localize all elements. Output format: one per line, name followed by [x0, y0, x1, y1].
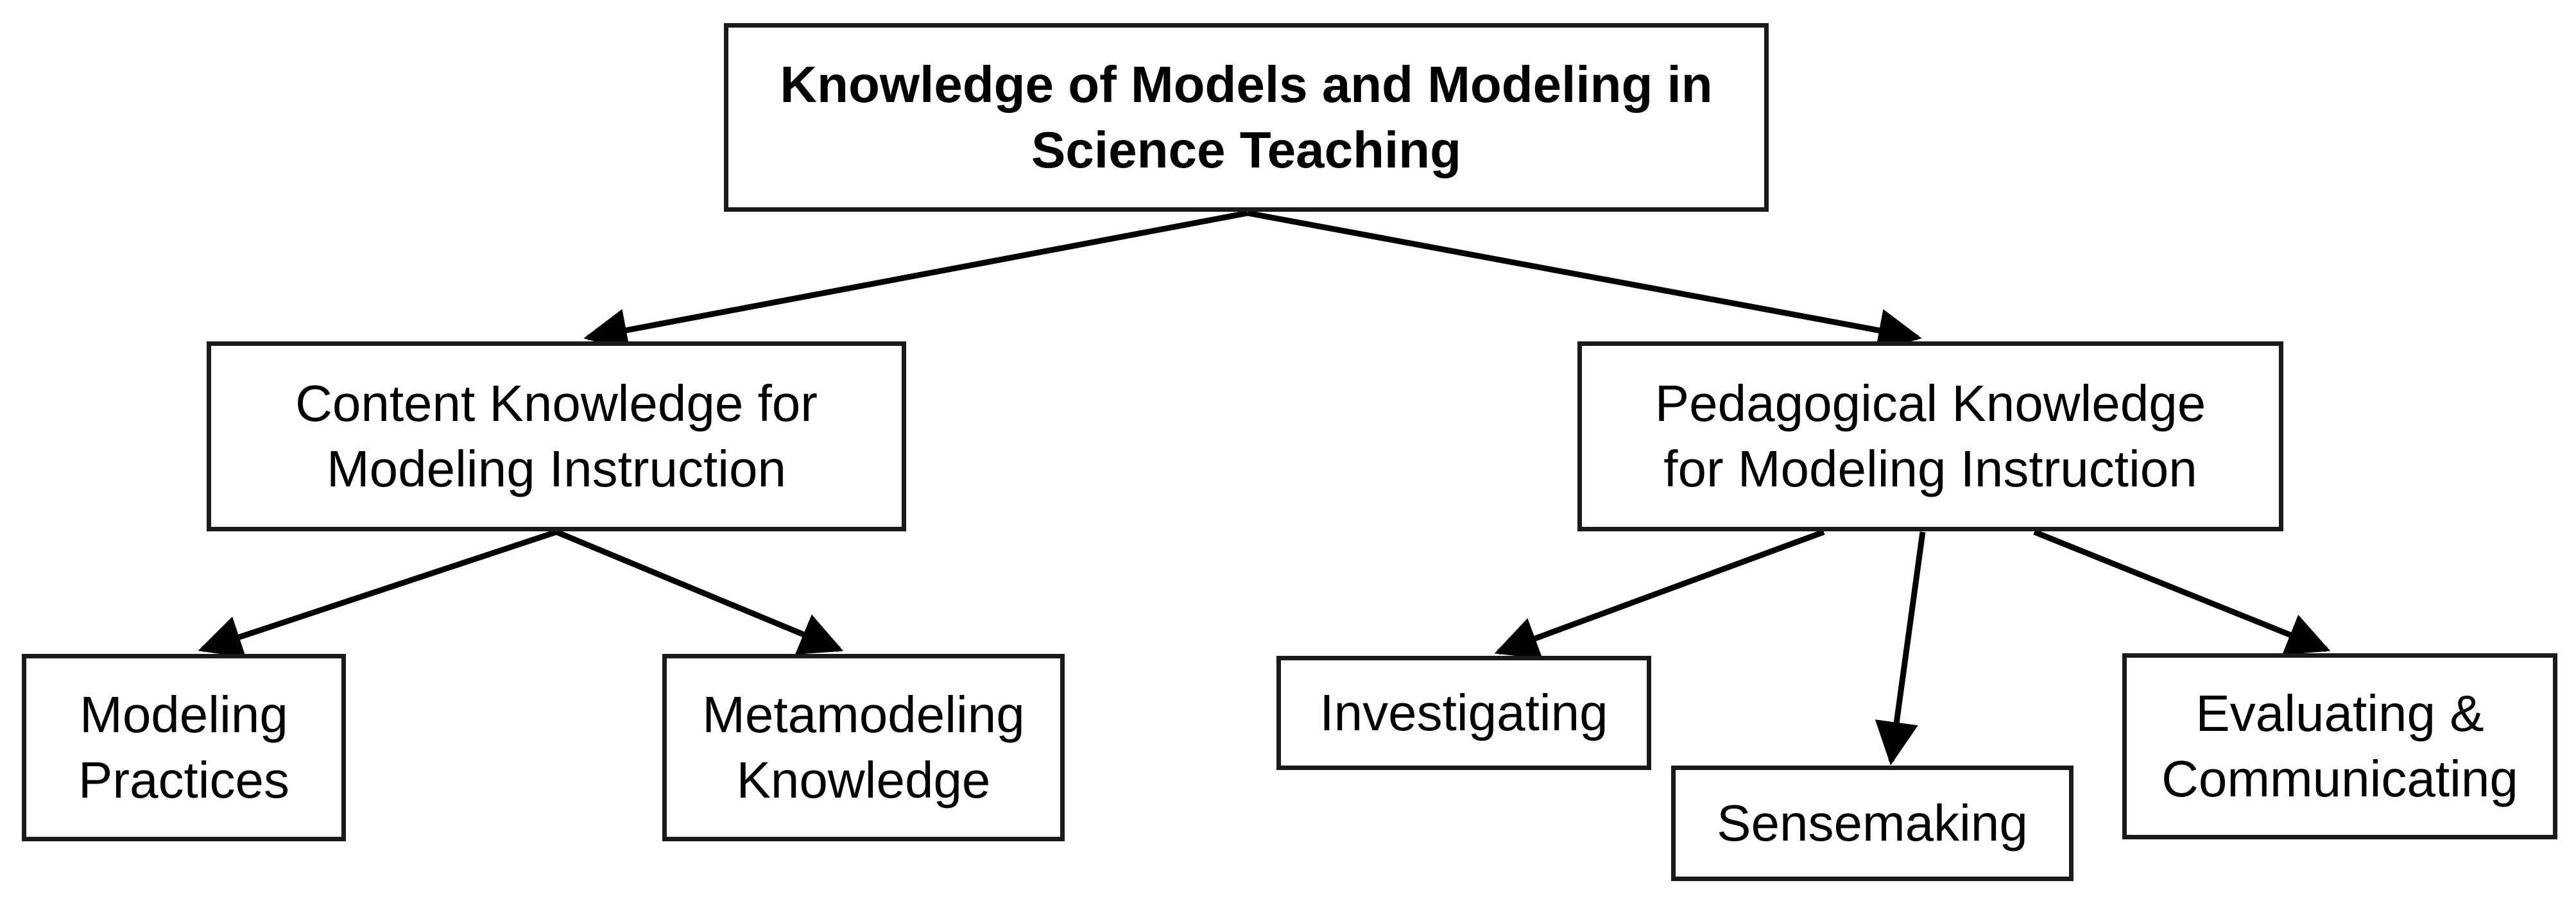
node-sensemaking: Sensemaking	[1671, 766, 2074, 881]
node-evaluating-communicating-label-line1: Evaluating &	[2195, 684, 2484, 742]
arrow-pedagogical-to-sensemaking	[1875, 531, 1926, 766]
arrow-root-to-content	[583, 210, 1248, 352]
node-root-label-line1: Knowledge of Models and Modeling in	[780, 55, 1713, 113]
node-modeling-practices-label-line1: Modeling	[80, 685, 288, 743]
node-modeling-practices: Modeling Practices	[22, 654, 346, 841]
node-evaluating-communicating: Evaluating & Communicating	[2122, 653, 2557, 839]
node-metamodeling-knowledge-label-line2: Knowledge	[736, 751, 991, 809]
node-root-label-line2: Science Teaching	[1031, 121, 1461, 178]
node-modeling-practices-label-line2: Practices	[78, 751, 289, 809]
arrow-root-to-pedagogical	[1247, 210, 1922, 352]
node-pedagogical-knowledge-label-line1: Pedagogical Knowledge	[1654, 374, 2206, 432]
node-pedagogical-knowledge: Pedagogical Knowledge for Modeling Instr…	[1577, 341, 2283, 531]
node-metamodeling-knowledge: Metamodeling Knowledge	[662, 654, 1065, 841]
node-pedagogical-knowledge-label-line2: for Modeling Instruction	[1663, 440, 2197, 497]
node-sensemaking-label: Sensemaking	[1717, 794, 2028, 852]
node-evaluating-communicating-label-line2: Communicating	[2161, 750, 2518, 807]
arrow-content-to-modeling-practices	[198, 529, 558, 658]
arrow-pedagogical-to-investigating	[1494, 529, 1825, 659]
node-root: Knowledge of Models and Modeling in Scie…	[724, 23, 1769, 212]
arrow-pedagogical-to-evaluating	[2033, 529, 2331, 655]
node-content-knowledge: Content Knowledge for Modeling Instructi…	[207, 341, 906, 531]
arrow-content-to-metamodeling	[555, 529, 844, 655]
node-content-knowledge-label-line2: Modeling Instruction	[327, 440, 786, 497]
node-metamodeling-knowledge-label-line1: Metamodeling	[702, 685, 1025, 743]
node-investigating-label: Investigating	[1319, 683, 1608, 741]
node-content-knowledge-label-line1: Content Knowledge for	[295, 374, 818, 432]
node-investigating: Investigating	[1276, 656, 1651, 770]
